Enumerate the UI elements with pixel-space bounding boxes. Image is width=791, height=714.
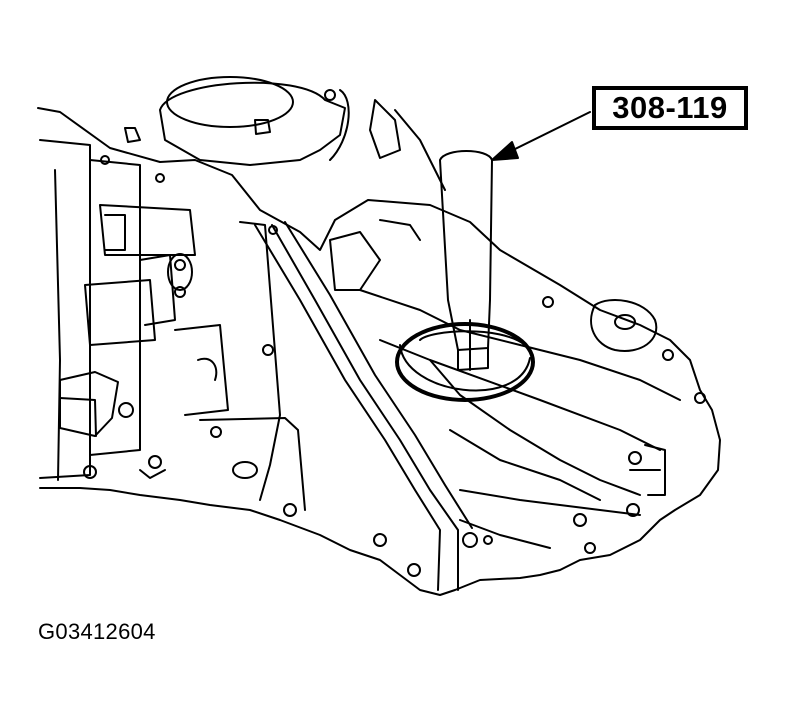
callout-arrowhead xyxy=(491,141,519,161)
callout-leader-line xyxy=(505,112,590,154)
case-outline xyxy=(38,108,720,595)
tool-number-label: 308-119 xyxy=(612,90,728,125)
top-boss xyxy=(160,83,345,165)
tool-shaft xyxy=(440,151,492,350)
right-boss xyxy=(591,300,656,351)
tool-collar xyxy=(397,324,533,400)
tool-callout-box: 308-119 xyxy=(592,86,748,130)
diagonal-channel xyxy=(255,225,440,590)
figure-id-label: G03412604 xyxy=(38,619,156,644)
